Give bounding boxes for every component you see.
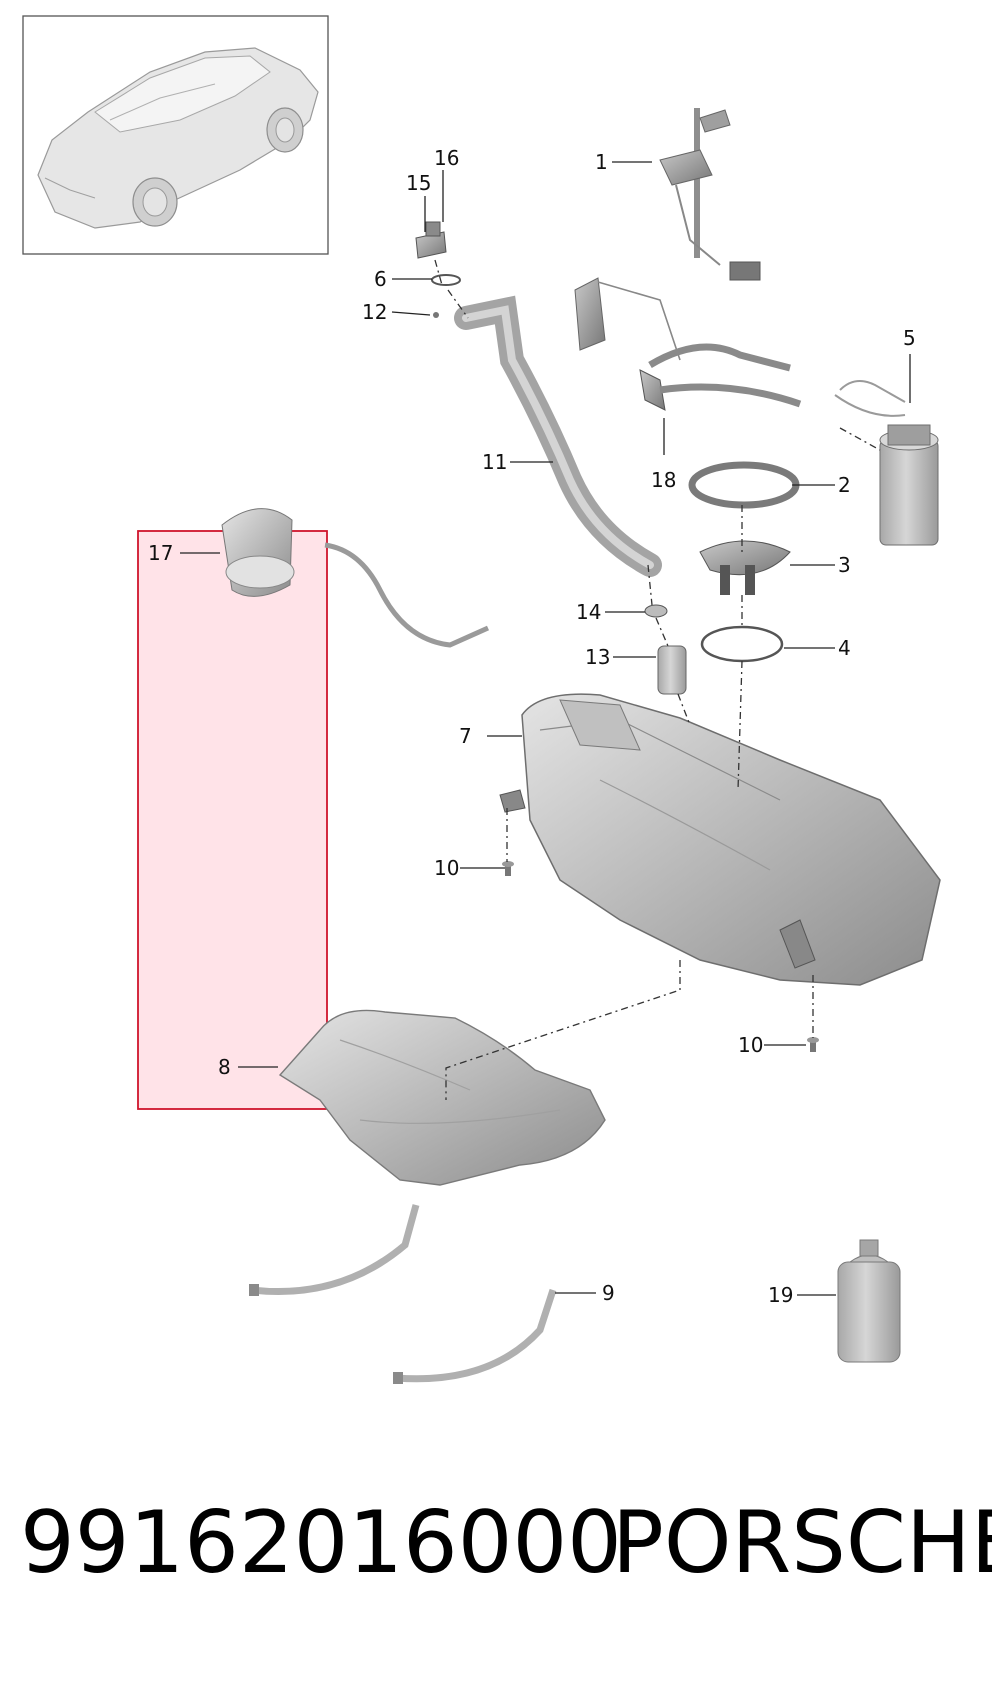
part-1-level-sender[interactable] (659, 108, 761, 281)
callout-10-upper: 10 (434, 856, 459, 880)
callout-7: 7 (459, 724, 472, 748)
callout-18: 18 (651, 468, 676, 492)
callout-13: 13 (585, 645, 610, 669)
callout-16: 16 (434, 146, 459, 170)
callout-14: 14 (576, 600, 601, 624)
leader-lines (180, 161, 911, 1296)
callout-12: 12 (362, 300, 387, 324)
part-19-bottle[interactable] (837, 1239, 901, 1363)
callout-15: 15 (406, 171, 431, 195)
callout-19: 19 (768, 1283, 793, 1307)
part-10-bolt-left[interactable] (502, 861, 514, 876)
part-highlight (137, 530, 328, 1110)
callout-5: 5 (903, 326, 916, 350)
part-4-seal-ring[interactable] (700, 625, 784, 663)
part-7-fuel-tank[interactable] (499, 693, 941, 986)
car-thumbnail (22, 15, 329, 255)
part-10-bolt-right[interactable] (807, 1037, 819, 1052)
callout-10-lower: 10 (738, 1033, 763, 1057)
brand-name: PORSCHE (612, 1493, 992, 1593)
callout-2: 2 (838, 473, 851, 497)
part-9-strap-lower[interactable] (393, 1288, 557, 1384)
part-8-heat-shield[interactable] (278, 1009, 606, 1186)
part-9-strap-upper[interactable] (249, 1204, 420, 1296)
part-14-clamp[interactable] (644, 604, 668, 618)
part-13-hose-connector[interactable] (657, 645, 687, 695)
part-17-canister[interactable] (221, 508, 490, 648)
callout-labels: 1 2 3 4 5 6 7 8 9 10 10 11 12 13 14 15 1… (148, 146, 916, 1307)
part-12-screw[interactable] (433, 312, 439, 318)
part-11-filler-neck[interactable] (454, 295, 662, 577)
assembly-lines (434, 259, 881, 1100)
part-15-cap[interactable] (415, 221, 447, 259)
callout-1: 1 (595, 150, 608, 174)
callout-11: 11 (482, 450, 507, 474)
part-number: 99162016000 (20, 1493, 622, 1593)
callout-6: 6 (374, 267, 387, 291)
part-5-fuel-pump[interactable] (834, 380, 939, 546)
callout-8: 8 (218, 1055, 231, 1079)
part-2-lock-ring[interactable] (688, 461, 800, 509)
part-18-fuel-lines[interactable] (574, 277, 802, 411)
callout-9: 9 (602, 1281, 615, 1305)
part-3-flange[interactable] (699, 540, 791, 595)
part-6-o-ring[interactable] (431, 274, 461, 286)
callout-4: 4 (838, 636, 851, 660)
callout-17: 17 (148, 541, 173, 565)
callout-3: 3 (838, 553, 851, 577)
